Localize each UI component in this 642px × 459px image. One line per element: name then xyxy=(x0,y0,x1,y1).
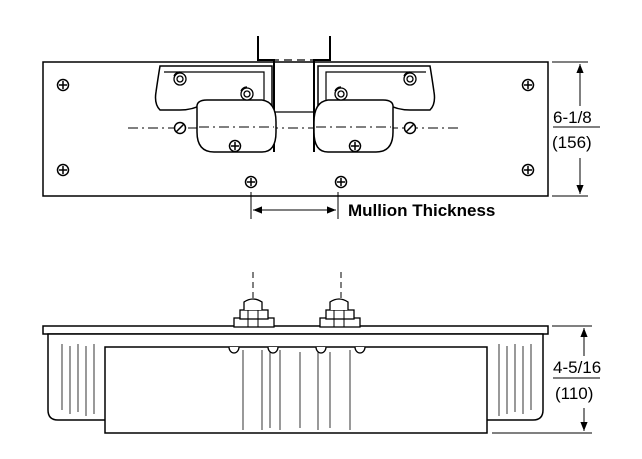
right-slot-screw xyxy=(403,121,417,135)
mullion-thickness-label: Mullion Thickness xyxy=(348,201,495,220)
left-pivot-assembly xyxy=(233,298,275,328)
side-height-metric-label: (110) xyxy=(555,384,593,403)
mullion-thickness-dimension: Mullion Thickness xyxy=(250,192,495,220)
plate-screw-br xyxy=(521,163,535,177)
side-height-dimension: 4-5/16 (110) xyxy=(492,325,602,434)
side-hatching xyxy=(61,344,532,430)
top-height-metric-label: (156) xyxy=(552,133,592,152)
left-pivot-screw-2 xyxy=(240,86,254,101)
top-height-label: 6-1/8 xyxy=(553,108,592,127)
mounting-plate xyxy=(42,61,549,197)
plate-screw-tr xyxy=(521,78,535,92)
plate-screw-bottom-right xyxy=(334,175,348,189)
mullion xyxy=(257,36,331,152)
top-view: Mullion Thickness 6-1/8 (156) xyxy=(42,36,600,220)
right-pivot-bracket xyxy=(313,65,436,153)
plate-screw-bl xyxy=(56,163,70,177)
side-view: 4-5/16 (110) xyxy=(42,272,602,434)
plate-screw-tl xyxy=(56,78,70,92)
right-pivot-screw-2 xyxy=(334,86,348,101)
left-bracket-screw xyxy=(228,139,242,153)
plate-screw-bottom-left xyxy=(244,175,258,189)
left-pivot-screw-1 xyxy=(173,71,187,86)
side-inner-body xyxy=(104,346,488,434)
top-height-dimension: 6-1/8 (156) xyxy=(552,61,600,197)
side-height-label: 4-5/16 xyxy=(553,358,601,377)
left-pivot-bracket xyxy=(154,65,277,153)
side-top-plate xyxy=(42,325,549,335)
right-bracket-screw xyxy=(348,139,362,153)
right-pivot-screw-1 xyxy=(403,71,417,86)
left-slot-screw xyxy=(173,121,187,135)
right-pivot-assembly xyxy=(319,298,361,328)
